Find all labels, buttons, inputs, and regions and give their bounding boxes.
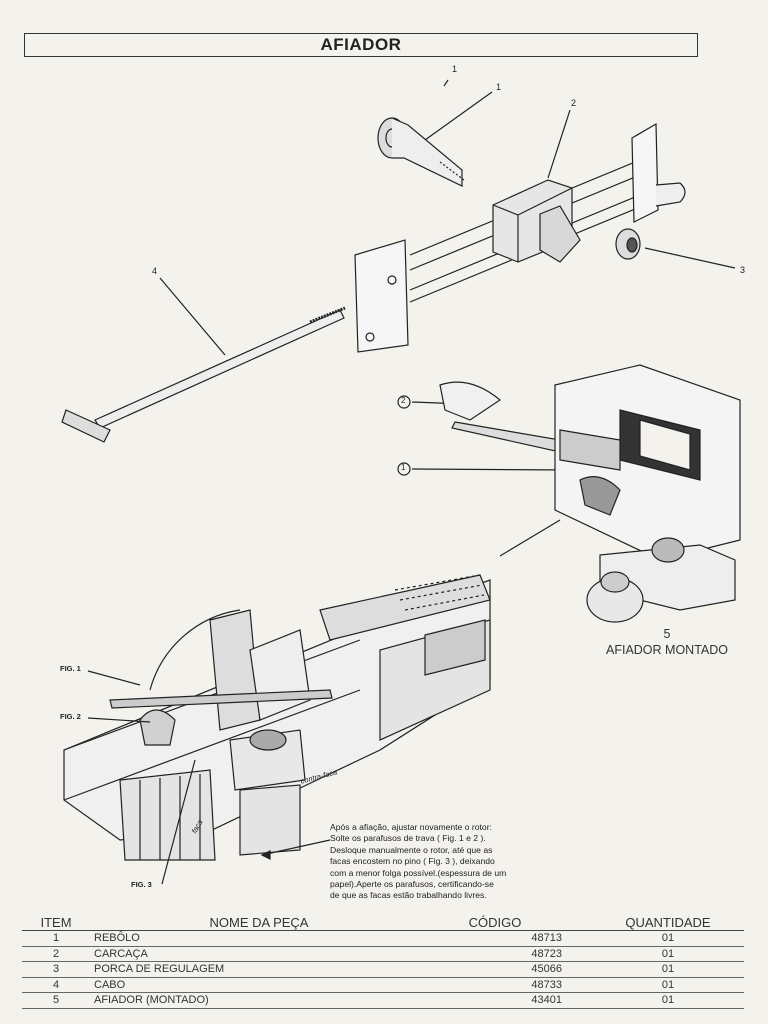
note-line: facas encostem no pino ( Fig. 3 ), deixa… [330, 856, 495, 867]
header-name: NOME DA PEÇA [90, 908, 428, 931]
cell-code: 48733 [428, 977, 592, 993]
note-line: Após a afiação, ajustar novamente o roto… [330, 822, 492, 832]
table-row: 2 CARCAÇA 48723 01 [22, 946, 744, 962]
fig3-label: FIG. 3 [131, 880, 152, 889]
callout-hand-1: 1 [401, 463, 406, 472]
cell-qty: 01 [592, 946, 744, 962]
note-line: papel).Aperte os parafusos, certificando… [330, 879, 494, 890]
cell-name: CARCAÇA [90, 946, 428, 962]
cell-item: 3 [22, 961, 90, 978]
assembled-label: AFIADOR MONTADO [606, 643, 728, 657]
table-header-row: ITEM NOME DA PEÇA CÓDIGO QUANTIDADE [22, 908, 744, 931]
cell-code: 48713 [428, 930, 592, 947]
header-item: ITEM [22, 908, 90, 931]
cell-code: 45066 [428, 961, 592, 978]
assembled-number: 5 [663, 627, 671, 641]
note-line: de que as facas estão trabalhando livres… [330, 890, 487, 901]
callout-3: 3 [740, 265, 746, 275]
table-row: 1 REBÔLO 48713 01 [22, 930, 744, 947]
callout-2: 2 [571, 98, 577, 108]
cell-item: 2 [22, 946, 90, 962]
table-row: 3 PORCA DE REGULAGEM 45066 01 [22, 961, 744, 978]
header-qty: QUANTIDADE [592, 908, 744, 931]
cell-name: REBÔLO [90, 930, 428, 947]
callout-1: 1 [496, 82, 502, 92]
callout-4: 4 [152, 266, 158, 276]
note-line: Solte os parafusos de trava ( Fig. 1 e 2… [330, 833, 486, 844]
cell-code: 43401 [428, 992, 592, 1009]
cell-name: CABO [90, 977, 428, 993]
cell-name: AFIADOR (MONTADO) [90, 992, 428, 1009]
fig2-label: FIG. 2 [60, 712, 81, 721]
table-row: 5 AFIADOR (MONTADO) 43401 01 [22, 992, 744, 1009]
header-code: CÓDIGO [428, 908, 592, 931]
cell-qty: 01 [592, 930, 744, 947]
page-title: AFIADOR [24, 33, 698, 57]
adjustment-note: Após a afiação, ajustar novamente o roto… [330, 822, 546, 902]
callout-1-top: 1 [452, 64, 458, 74]
note-line: com a menor folga possível.(espessura de… [330, 867, 507, 878]
cell-qty: 01 [592, 961, 744, 978]
cell-code: 48723 [428, 946, 592, 962]
cell-item: 5 [22, 992, 90, 1009]
cell-qty: 01 [592, 992, 744, 1009]
table-row: 4 CABO 48733 01 [22, 977, 744, 993]
cell-qty: 01 [592, 977, 744, 993]
fig1-label: FIG. 1 [60, 664, 81, 673]
assembled-caption: 5 AFIADOR MONTADO [592, 626, 742, 658]
cell-item: 1 [22, 930, 90, 947]
parts-table: ITEM NOME DA PEÇA CÓDIGO QUANTIDADE 1 RE… [22, 908, 744, 1009]
cell-item: 4 [22, 977, 90, 993]
callout-hand-2: 2 [401, 396, 406, 405]
note-line: Desloque manualmente o rotor, até que as [330, 844, 493, 855]
cell-name: PORCA DE REGULAGEM [90, 961, 428, 978]
